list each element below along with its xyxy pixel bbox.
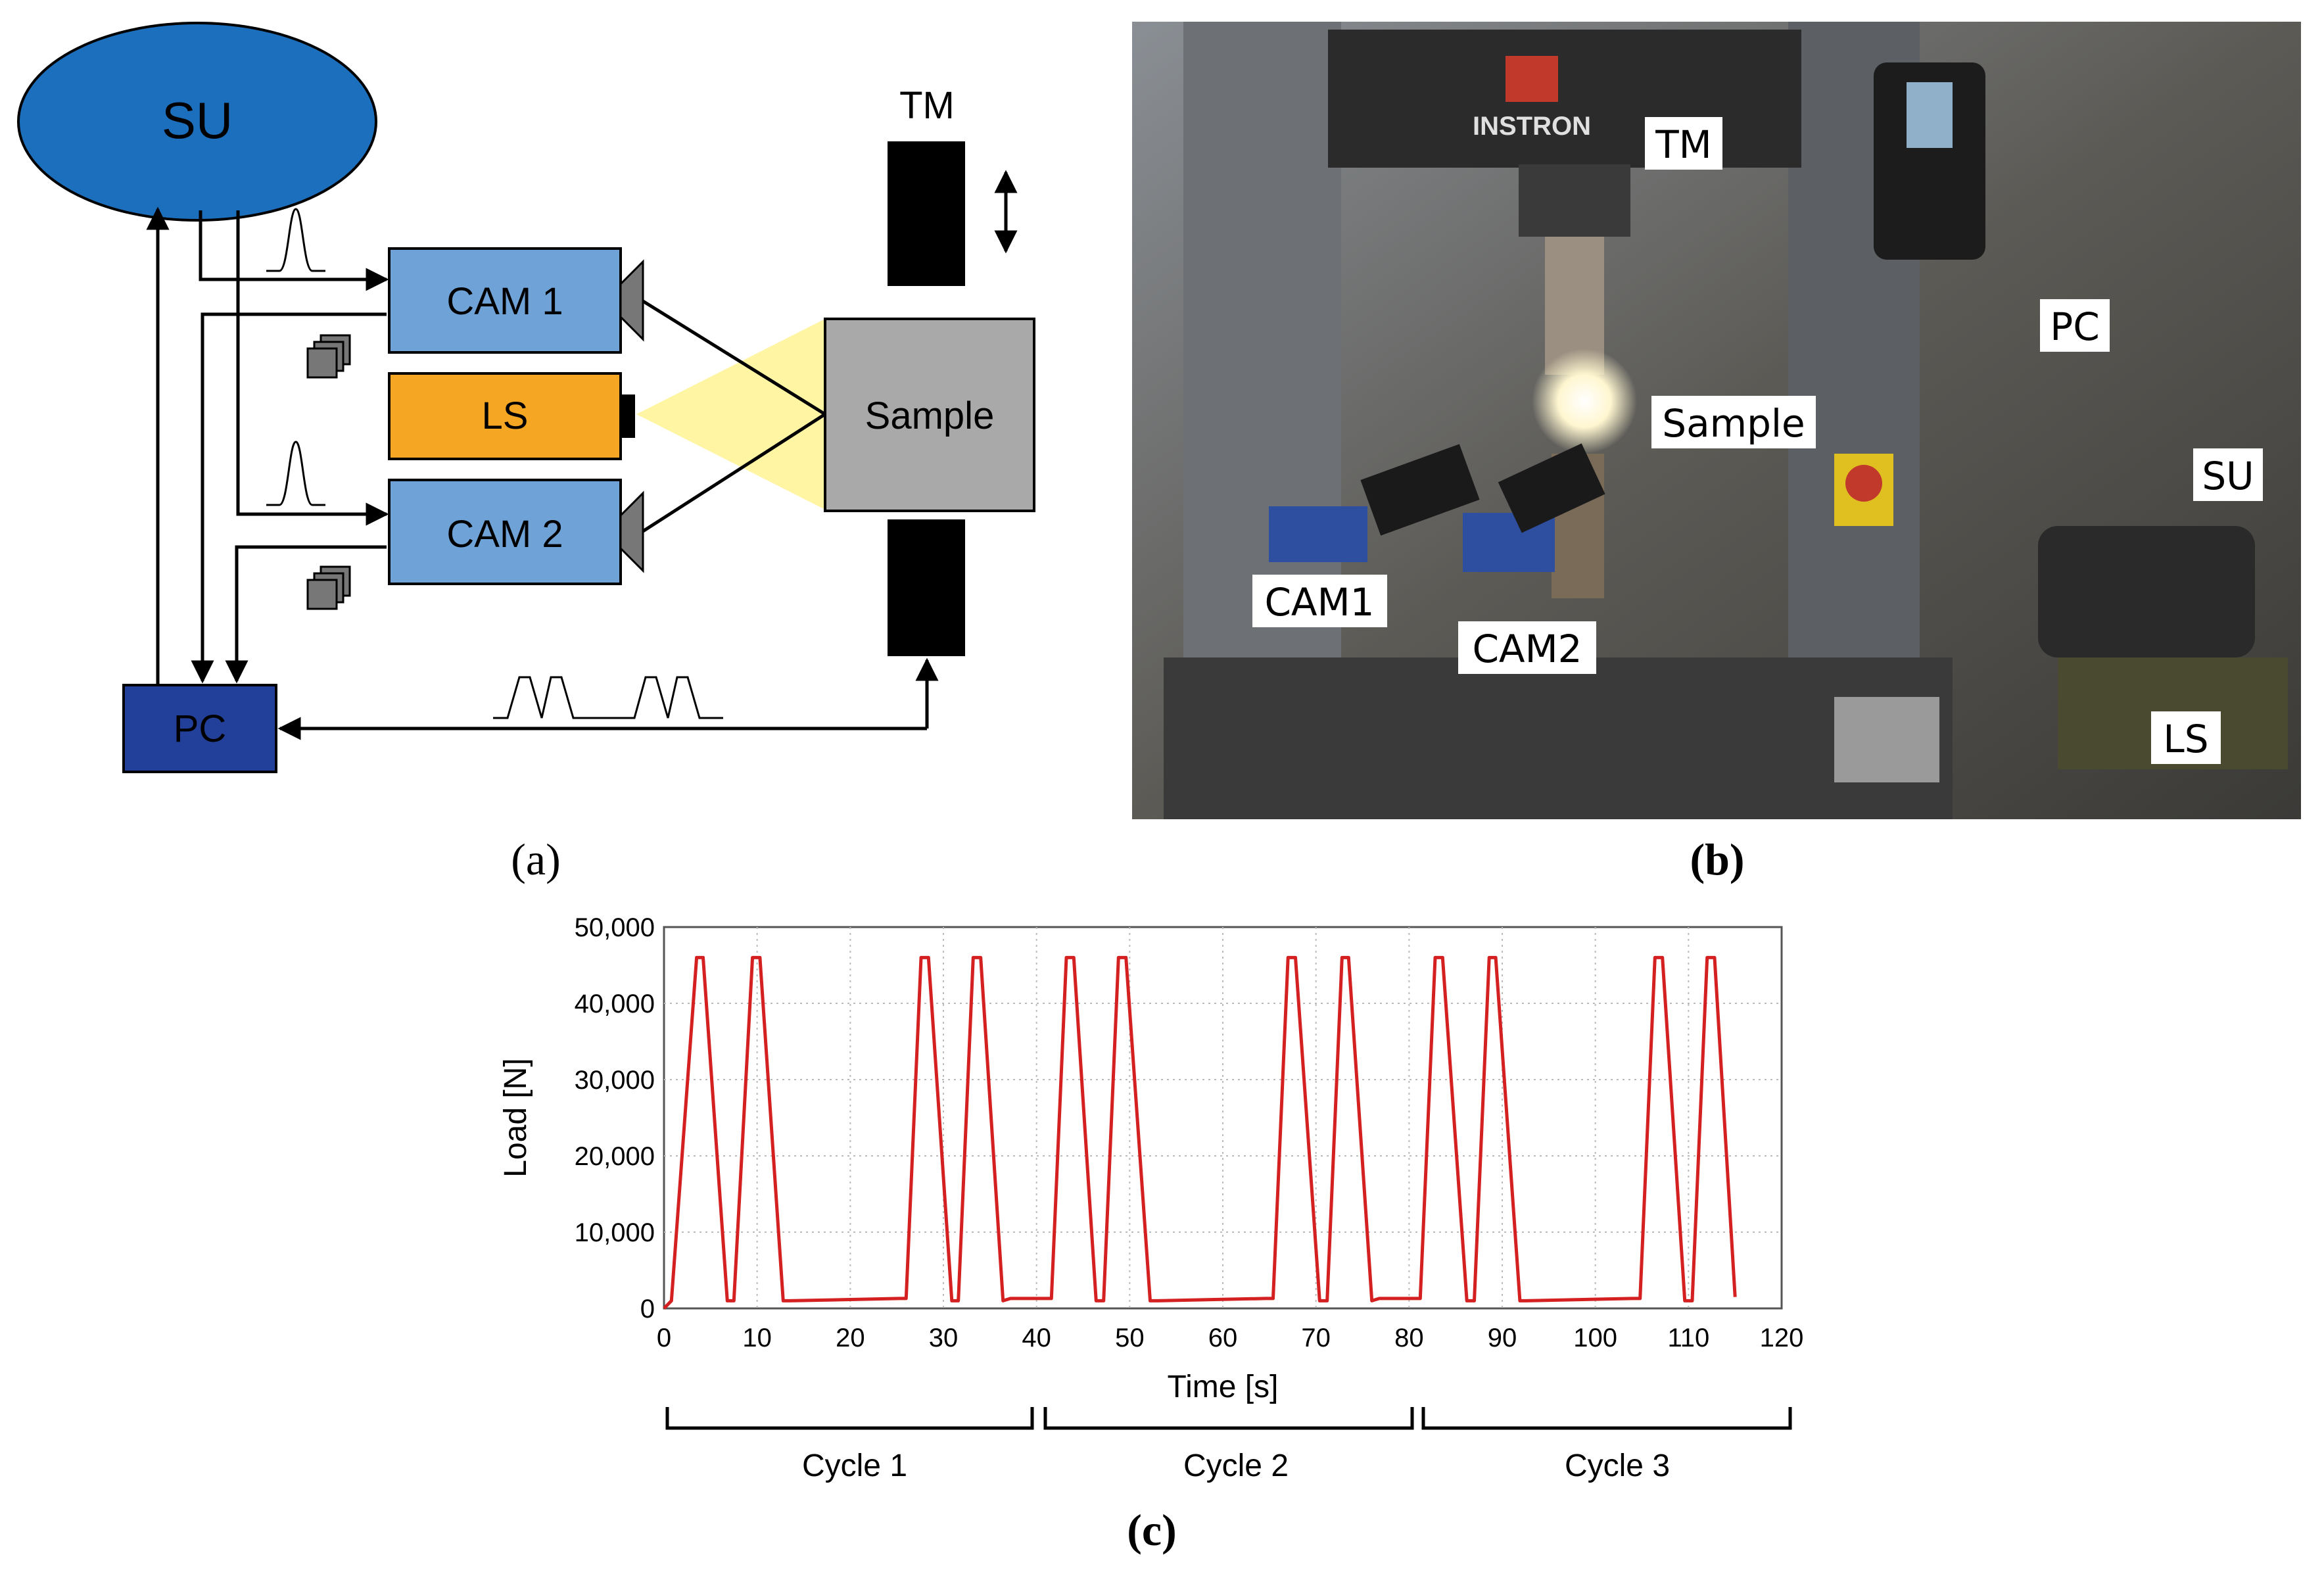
sample-node [824,318,1035,512]
x-tick-label: 80 [1394,1324,1424,1352]
panel-b-label: (b) [1690,834,1744,884]
tm-upper-grip [888,141,965,286]
cam2-view-line [642,412,826,533]
cam1-node [388,247,622,354]
x-tick-label: 120 [1760,1324,1804,1352]
load-signal-icon [493,676,723,719]
photo-label-cam2: CAM2 [1458,621,1596,674]
controller-pendant [1874,62,1985,260]
panel-c-label: (c) [1127,1505,1176,1555]
su-trigger-cam1 [199,210,389,291]
su-node [17,22,377,222]
y-tick-label: 20,000 [575,1142,655,1171]
load-cell [1519,164,1630,237]
load-series-line [663,955,1737,1310]
instron-brand: INSTRON [1473,112,1591,141]
panel-a-label: (a) [511,834,560,884]
camera-1-lens [1360,444,1480,536]
cycle-2-label: Cycle 2 [1183,1448,1289,1483]
controller-screen [1907,82,1953,148]
camera-1-body [1269,506,1367,562]
machine-crosshead [1328,30,1801,168]
su-trigger-cam2 [236,210,389,526]
photo-label-cam1: CAM1 [1252,575,1387,627]
panel-b-photo: INSTRON TM Sample PC [1132,22,2301,819]
x-tick-label: 0 [657,1324,671,1352]
photo-label-su: SU [2193,448,2263,501]
x-tick-label: 70 [1301,1324,1331,1352]
y-tick-label: 50,000 [575,913,655,942]
x-tick-label: 100 [1573,1324,1617,1352]
photo-label-ls: LS [2151,711,2221,764]
cycle-3-bracket: Cycle 3 [1421,1407,1792,1483]
svg-text:CAM2: CAM2 [1472,627,1582,671]
camera-2-lens [1498,443,1605,533]
x-tick-label: 30 [929,1324,959,1352]
trigger-pulse-icon [266,441,325,506]
y-axis-title: Load [N] [498,1058,533,1177]
y-tick-label: 10,000 [575,1218,655,1247]
panel-a-diagram: SU CAM 1 LS CAM 2 Sample TM PC [17,22,1035,773]
x-tick-label: 40 [1022,1324,1051,1352]
svg-text:PC: PC [2050,304,2099,349]
trigger-pulse-icon [266,208,325,272]
ls-label: LS [482,394,529,437]
x-tick-label: 110 [1667,1324,1709,1352]
x-tick-label: 20 [836,1324,865,1352]
emergency-stop-button [1845,465,1882,502]
light-beam [636,319,825,510]
cam1-label: CAM 1 [446,280,563,323]
cam2-label: CAM 2 [446,513,563,556]
load-time-chart: 0 10 20 30 40 50 60 70 80 90 100 110 120 0 10,000 20,0… [498,913,1803,1483]
instron-logo-badge [1506,56,1558,102]
pc-node [122,684,277,773]
x-tick-label: 10 [742,1324,772,1352]
cycle-1-bracket: Cycle 1 [665,1407,1034,1483]
sample-label: Sample [865,394,995,437]
light-source-body [2038,526,2255,657]
sample-illumination [1532,348,1637,454]
chart-grid [664,927,1782,1308]
cam1-data-to-pc [191,312,387,684]
cycle-2-bracket: Cycle 2 [1043,1407,1414,1483]
photo-label-pc: PC [2040,299,2110,352]
steel-cylinder [1834,697,1939,782]
x-axis-ticks: 0 10 20 30 40 50 60 70 80 90 100 110 120 [657,1324,1804,1352]
svg-text:TM: TM [1655,122,1711,167]
x-tick-label: 90 [1488,1324,1517,1352]
x-tick-label: 50 [1115,1324,1145,1352]
machine-base [1164,657,1953,819]
cam1-lens [619,259,644,342]
svg-text:SU: SU [2202,454,2254,498]
pc-label: PC [174,707,227,750]
image-stack-icon [306,565,351,610]
su-label: SU [162,91,233,149]
photo-label-sample: Sample [1651,396,1816,448]
cam2-lens [619,490,644,573]
cycle-1-label: Cycle 1 [802,1448,907,1483]
svg-text:LS: LS [2163,717,2208,761]
tm-label: TM [899,84,955,127]
x-tick-label: 60 [1208,1324,1238,1352]
y-tick-label: 0 [640,1295,655,1324]
cam2-node [388,479,622,585]
cam1-view-line [642,299,826,416]
svg-text:Sample: Sample [1662,401,1805,446]
x-axis-title: Time [s] [1168,1370,1279,1404]
y-axis-ticks: 0 10,000 20,000 30,000 40,000 50,000 [575,913,655,1324]
y-tick-label: 30,000 [575,1066,655,1095]
cycle-3-label: Cycle 3 [1565,1448,1670,1483]
ls-lamp [621,394,635,438]
image-stack-icon [306,334,351,379]
photo-label-tm: TM [1645,117,1722,170]
tm-lower-grip [888,519,965,656]
cam2-data-to-pc [225,545,387,684]
y-tick-label: 40,000 [575,990,655,1018]
svg-text:CAM1: CAM1 [1264,580,1374,625]
ls-node [388,372,622,460]
